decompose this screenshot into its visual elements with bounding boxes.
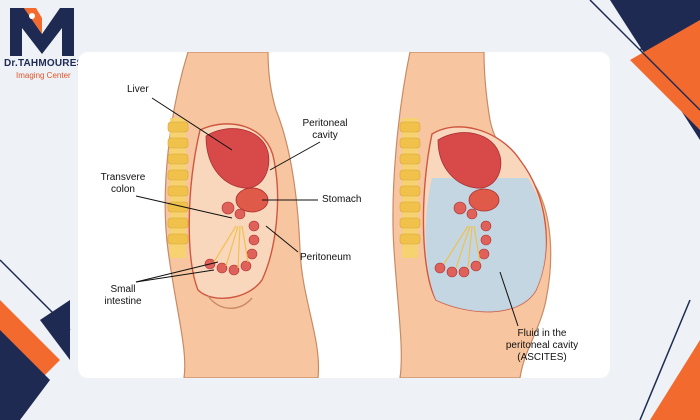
label-liver: Liver [127, 84, 149, 96]
label-fluid-ascites: Fluid in the peritoneal cavity (ASCITES) [494, 328, 590, 364]
label-transverse-colon: Transvere colon [96, 172, 150, 196]
label-fluid-line3: (ASCITES) [494, 352, 590, 364]
label-transverse-colon-line2: colon [96, 184, 150, 196]
label-peritoneal-cavity-line2: cavity [299, 130, 351, 142]
label-small-intestine: Small intestine [100, 284, 146, 308]
spine-left [168, 118, 188, 258]
label-peritoneal-cavity-line1: Peritoneal [299, 118, 351, 130]
label-small-intestine-line1: Small [100, 284, 146, 296]
spine-right [400, 118, 420, 258]
stomach-right [469, 189, 499, 211]
label-fluid-line2: peritoneal cavity [494, 340, 590, 352]
label-stomach: Stomach [322, 194, 361, 206]
label-transverse-colon-line1: Transvere [96, 172, 150, 184]
label-fluid-line1: Fluid in the [494, 328, 590, 340]
normal-abdomen-figure [165, 52, 318, 378]
label-small-intestine-line2: intestine [100, 296, 146, 308]
label-peritoneum: Peritoneum [300, 252, 351, 264]
label-peritoneal-cavity: Peritoneal cavity [299, 118, 351, 142]
